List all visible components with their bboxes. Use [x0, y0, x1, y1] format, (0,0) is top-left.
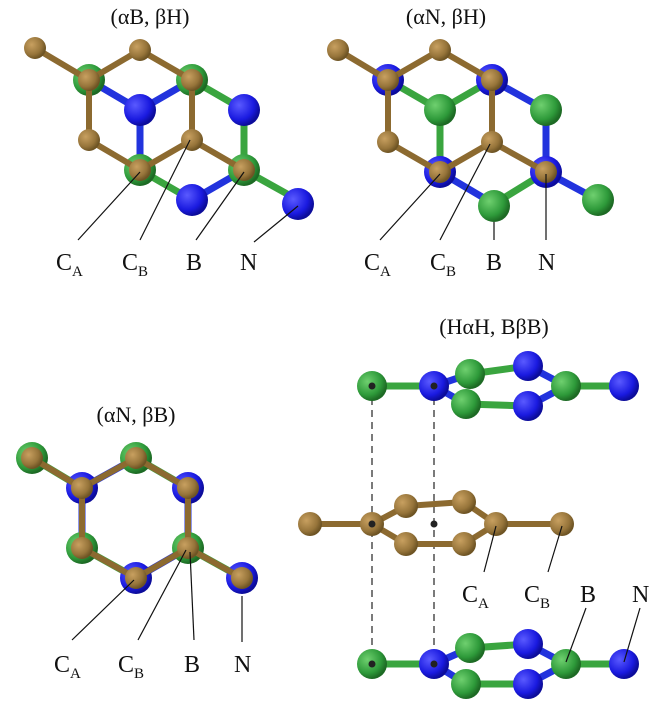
panel-2: (αN, βH): [327, 4, 614, 280]
carbon-atom: [550, 512, 574, 536]
panel-1: (αB, βH): [24, 4, 314, 280]
carbon-atom: [233, 159, 255, 181]
carbon-atom: [484, 512, 508, 536]
axis-dot: [430, 660, 438, 668]
label-n: N: [234, 652, 251, 678]
nitrogen-atom: [513, 351, 543, 381]
carbon-atom: [181, 129, 203, 151]
boron-atom: [455, 359, 485, 389]
panel-4-graphene-layer: [298, 490, 574, 556]
panel-3: (αN, βB): [16, 402, 258, 682]
axis-dot: [430, 382, 438, 390]
axis-dot: [368, 660, 376, 668]
nitrogen-atom: [609, 371, 639, 401]
boron-atom: [451, 389, 481, 419]
label-cb: CB: [430, 250, 456, 280]
panel-1-title: (αB, βH): [111, 4, 190, 29]
panel-4-leader-lines: [483, 525, 641, 663]
boron-atom: [551, 649, 581, 679]
nitrogen-atom: [513, 391, 543, 421]
carbon-atom: [535, 161, 557, 183]
carbon-atom: [429, 39, 451, 61]
nitrogen-atom: [513, 629, 543, 659]
label-n: N: [538, 250, 555, 276]
label-cb: CB: [524, 582, 550, 612]
label-cb: CB: [118, 652, 144, 682]
panel-4: (HαH, BβB): [298, 314, 649, 699]
panel-3-title: (αN, βB): [97, 402, 176, 427]
panel-2-leader-lines: [379, 143, 547, 241]
nitrogen-atom: [176, 184, 208, 216]
axis-dot: [368, 520, 376, 528]
label-cb: CB: [122, 250, 148, 280]
carbon-atom: [78, 69, 100, 91]
carbon-atom: [452, 532, 476, 556]
label-b: B: [486, 250, 502, 276]
carbon-atom: [177, 477, 199, 499]
panel-4-bottom-bn-layer: [357, 629, 639, 699]
carbon-atom: [129, 159, 151, 181]
carbon-atom: [125, 447, 147, 469]
panel-2-title: (αN, βH): [406, 4, 486, 29]
carbon-atom: [129, 39, 151, 61]
boron-atom: [478, 190, 510, 222]
label-b: B: [184, 652, 200, 678]
boron-atom: [530, 94, 562, 126]
carbon-atom: [394, 532, 418, 556]
label-ca: CA: [54, 652, 81, 682]
label-ca: CA: [462, 582, 489, 612]
carbon-atom: [394, 494, 418, 518]
carbon-atom: [21, 447, 43, 469]
carbon-atom: [177, 537, 199, 559]
panel-2-graphene-layer: [327, 39, 557, 183]
nitrogen-atom: [609, 649, 639, 679]
panel-1-graphene-layer: [24, 37, 255, 181]
axis-dot: [430, 520, 438, 528]
nitrogen-atom: [124, 94, 156, 126]
carbon-atom: [452, 490, 476, 514]
label-ca: CA: [364, 250, 391, 280]
nitrogen-atom: [228, 94, 260, 126]
axis-dot: [368, 382, 376, 390]
boron-atom: [551, 371, 581, 401]
carbon-atom: [231, 567, 253, 589]
boron-atom: [424, 94, 456, 126]
carbon-atom: [24, 37, 46, 59]
carbon-atom: [481, 69, 503, 91]
nitrogen-atom: [513, 669, 543, 699]
label-ca: CA: [56, 250, 83, 280]
carbon-atom: [327, 39, 349, 61]
carbon-atom: [377, 69, 399, 91]
boron-atom: [455, 633, 485, 663]
panel-4-title: (HαH, BβB): [439, 314, 549, 339]
carbon-atom: [78, 129, 100, 151]
label-n: N: [240, 250, 257, 276]
carbon-atom: [71, 477, 93, 499]
boron-atom: [451, 669, 481, 699]
label-b: B: [580, 582, 596, 608]
carbon-atom: [429, 161, 451, 183]
carbon-atom: [298, 512, 322, 536]
panel-1-leader-lines: [77, 139, 299, 243]
boron-atom: [582, 184, 614, 216]
carbon-atom: [481, 131, 503, 153]
label-n: N: [632, 582, 649, 608]
carbon-atom: [71, 537, 93, 559]
carbon-atom: [181, 69, 203, 91]
panel-4-top-bn-layer: [357, 351, 639, 421]
carbon-atom: [377, 131, 399, 153]
label-b: B: [186, 250, 202, 276]
panel-3-leader-lines: [71, 549, 243, 642]
